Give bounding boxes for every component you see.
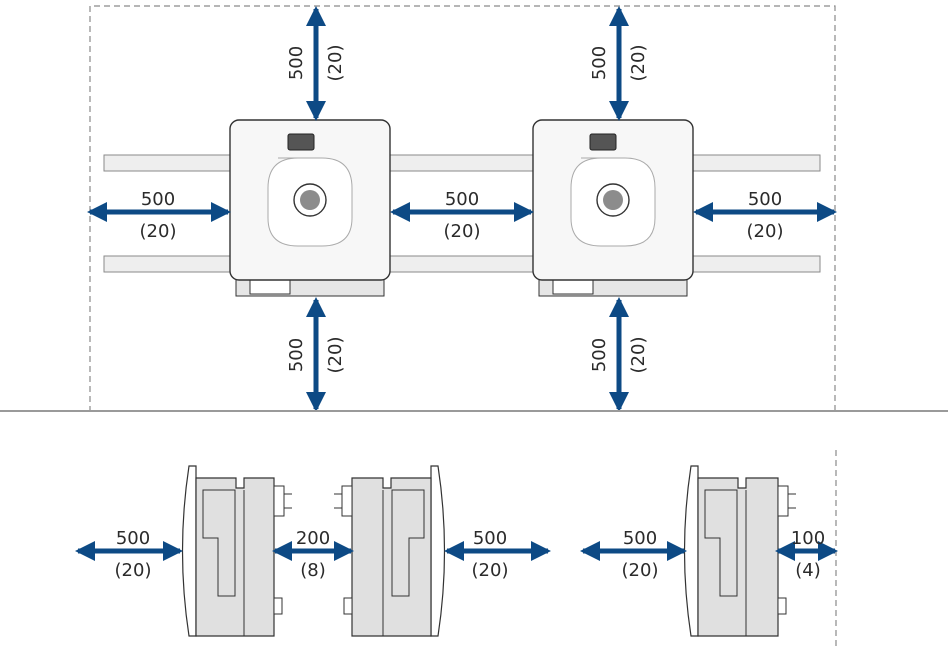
top-view: 500 (20) 500 (20) 500 (20) 500 (20) 500 … [87,5,837,412]
clearance-inch: (20) [622,560,659,581]
clearance-value: 500 [589,46,610,80]
clearance-value: 500 [445,189,479,210]
clearance-inch: (20) [325,45,346,82]
clearance-value: 500 [116,528,150,549]
clearance-inch: (20) [628,45,649,82]
clearance-inch: (20) [444,221,481,242]
clearance-inch: (8) [300,560,326,581]
clearance-value: 500 [141,189,175,210]
inverter-side-2 [334,465,446,637]
clearance-value: 200 [296,528,330,549]
inverter-side-3 [683,465,796,637]
clearance-inch: (20) [747,221,784,242]
clearance-inch: (20) [140,221,177,242]
clearance-inch: (20) [115,560,152,581]
clearance-value: 500 [286,338,307,372]
side-view: 500 (20) 200 (8) 500 (20) 500 (20) 100 (… [75,450,838,648]
clearance-value: 500 [623,528,657,549]
clearance-value: 500 [748,189,782,210]
clearance-inch: (20) [472,560,509,581]
clearance-value: 500 [286,46,307,80]
clearance-value: 100 [791,528,825,549]
clearance-inch: (20) [325,337,346,374]
inverter-front-2 [532,119,694,297]
inverter-side-1 [181,465,292,637]
clearance-inch: (20) [628,337,649,374]
clearance-value: 500 [473,528,507,549]
clearance-inch: (4) [795,560,821,581]
inverter-front-1 [229,119,391,297]
clearance-value: 500 [589,338,610,372]
